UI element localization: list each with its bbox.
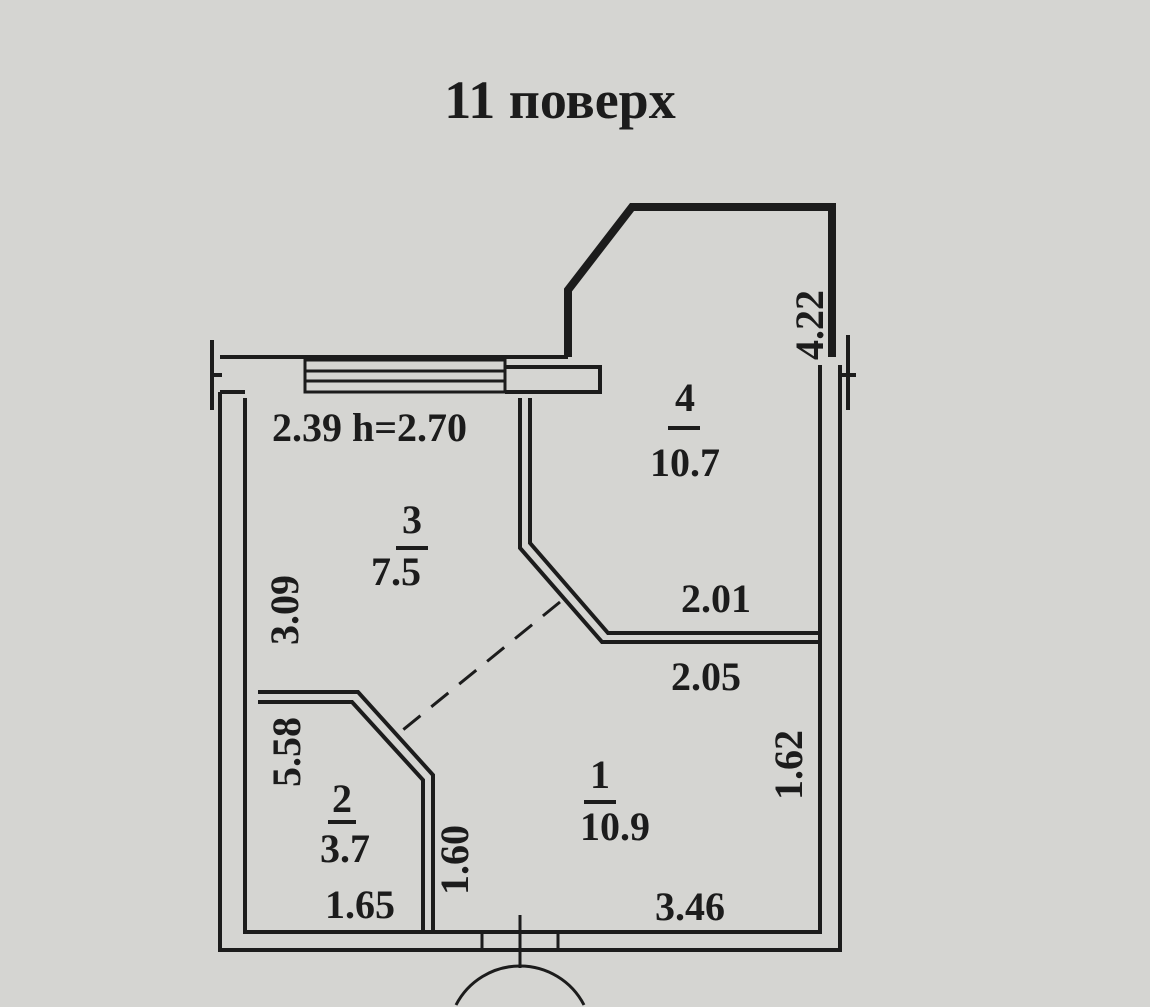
room-2-area: 3.7 <box>320 826 370 871</box>
floor-title: 11 поверх <box>444 70 675 130</box>
ceiling-label: 2.39 h=2.70 <box>272 405 467 450</box>
partition-3-4-a <box>518 398 820 644</box>
window <box>303 358 507 394</box>
partition-2-a <box>258 690 435 932</box>
dim-room4-bottom: 2.01 <box>681 576 751 621</box>
partition-3-4-b <box>528 398 820 635</box>
partition-2-b <box>258 700 425 932</box>
dim-room3-side: 3.09 <box>262 575 307 645</box>
balcony-wall <box>564 203 836 357</box>
room-1-area: 10.9 <box>580 804 650 849</box>
room-3-number: 3 <box>402 497 422 542</box>
dim-room2-right: 1.60 <box>432 825 477 895</box>
inner-wall <box>243 365 822 934</box>
room-4-area: 10.7 <box>650 440 720 485</box>
zone-divider <box>392 600 561 740</box>
dim-room1-right: 1.62 <box>766 730 811 800</box>
room-4-number: 4 <box>675 375 695 420</box>
dim-balcony-height: 4.22 <box>787 290 832 360</box>
room-1-number: 1 <box>590 752 610 797</box>
entrance-door <box>454 915 586 1006</box>
dim-room2-bottom: 1.65 <box>325 882 395 927</box>
door-swing-arc <box>454 964 586 1006</box>
room-3-area: 7.5 <box>371 549 421 594</box>
walls <box>210 203 856 1006</box>
dim-room1-top: 2.05 <box>671 654 741 699</box>
room-2-number: 2 <box>332 776 352 821</box>
outer-wall <box>218 365 842 952</box>
dim-room2-side: 5.58 <box>264 717 309 787</box>
dim-room1-bottom: 3.46 <box>655 884 725 929</box>
